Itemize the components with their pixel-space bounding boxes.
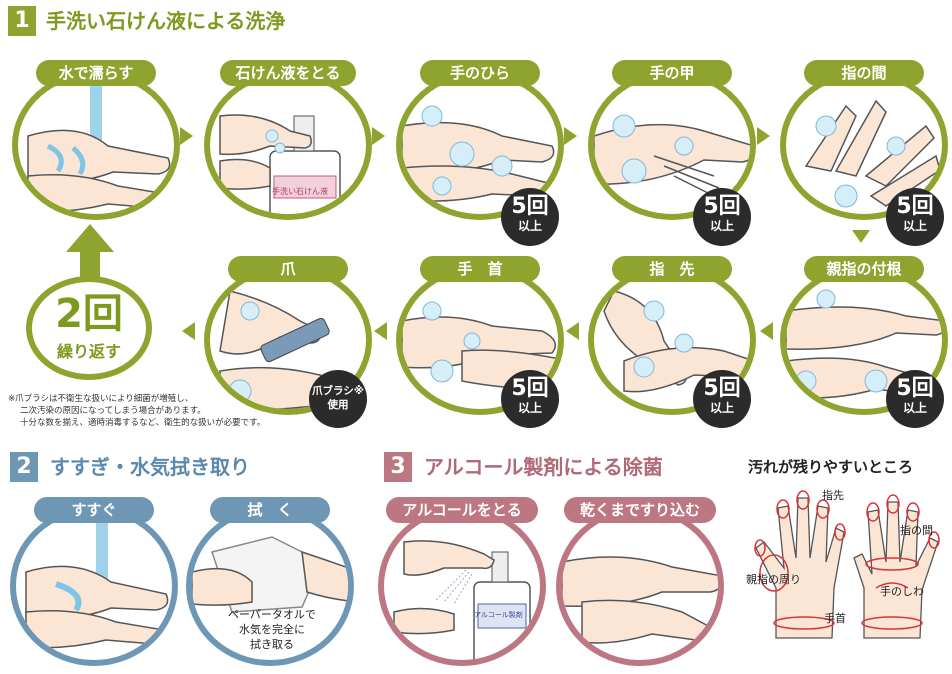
section3-title: アルコール製剤による除菌 bbox=[424, 455, 663, 479]
count-badge-back-of-hand: 5回以上 bbox=[693, 188, 751, 246]
arrow-down-icon bbox=[852, 230, 870, 243]
footnote-line-1: ※爪ブラシは不衛生な扱いにより細菌が増殖し、 bbox=[8, 394, 194, 404]
repeat-text: 繰り返す bbox=[56, 342, 121, 361]
dirty-spot-fingertips: 指先 bbox=[822, 489, 844, 502]
interlaced-fingers-illustration bbox=[804, 99, 941, 208]
soap-bottle-illustration bbox=[219, 114, 341, 214]
wipe-note-2: 水気を完全に bbox=[239, 623, 305, 636]
step-wipe-label: 拭 く bbox=[210, 497, 330, 523]
alcohol-bottle-label: アルコール製剤 bbox=[474, 611, 523, 619]
count-badge-thumb-base: 5回以上 bbox=[886, 370, 944, 428]
step-back-of-hand bbox=[588, 70, 756, 220]
fingertips-in-palm-illustration bbox=[603, 290, 750, 393]
dirty-spot-between-fingers: 指の間 bbox=[900, 524, 933, 537]
dirty-spots-title: 汚れが残りやすいところ bbox=[748, 458, 914, 476]
count-badge-between-fingers: 5回以上 bbox=[886, 188, 944, 246]
step-wrist-label: 手 首 bbox=[420, 256, 540, 282]
step-take-alcohol bbox=[378, 506, 546, 666]
step-wipe bbox=[186, 506, 354, 666]
arrow-left-icon bbox=[182, 322, 195, 340]
step-fingertips bbox=[588, 265, 756, 415]
step-fingertips-label: 指 先 bbox=[612, 256, 732, 282]
soap-bottle-label: 手洗い石けん液 bbox=[272, 187, 328, 196]
count-badge-palms: 5回以上 bbox=[501, 188, 559, 246]
section1-title: 手洗い石けん液による洗浄 bbox=[46, 9, 286, 33]
arrow-left-icon bbox=[760, 322, 773, 340]
arrow-left-icon bbox=[374, 322, 387, 340]
section3-number: 3 bbox=[384, 452, 412, 482]
step-take-soap-label: 石けん液をとる bbox=[220, 60, 356, 86]
wipe-note-3: 拭き取る bbox=[250, 638, 294, 651]
step-take-alcohol-label: アルコールをとる bbox=[386, 497, 538, 523]
step-wet-hands bbox=[12, 70, 180, 220]
section2-title: すすぎ・水気拭き取り bbox=[50, 455, 250, 479]
arrow-right-icon bbox=[372, 127, 385, 145]
step-back-of-hand-label: 手の甲 bbox=[612, 60, 732, 86]
step-rub-alcohol-label: 乾くまですり込む bbox=[564, 497, 716, 523]
arrow-up-icon bbox=[66, 224, 114, 278]
rinse-hands-illustration bbox=[25, 512, 169, 649]
step-thumb-base-label: 親指の付根 bbox=[804, 256, 924, 282]
wipe-note-1: ペーパータオルで bbox=[228, 608, 316, 621]
rub-hands-illustration bbox=[562, 556, 718, 644]
step-nails-label: 爪 bbox=[228, 256, 348, 282]
footnote-line-2: 二次汚染の原因になってしまう場合があります。 bbox=[20, 406, 206, 416]
step-between-fingers-label: 指の間 bbox=[804, 60, 924, 86]
step-between-fingers bbox=[780, 70, 948, 220]
step-palms-label: 手のひら bbox=[420, 60, 540, 86]
repeat-count: 2回 bbox=[55, 291, 123, 337]
section1-number: 1 bbox=[8, 6, 36, 36]
step-rinse bbox=[10, 506, 178, 666]
arrow-right-icon bbox=[180, 127, 193, 145]
arrow-right-icon bbox=[564, 127, 577, 145]
palms-rubbing-illustration bbox=[402, 105, 555, 202]
step-take-soap bbox=[204, 70, 372, 220]
paper-towel-illustration bbox=[192, 536, 348, 613]
back-of-hand-illustration bbox=[594, 114, 750, 201]
dirty-spot-thumb-area: 親指の周り bbox=[746, 573, 801, 586]
step-rinse-label: すすぐ bbox=[34, 497, 154, 523]
dirty-spot-wrist: 手首 bbox=[824, 612, 846, 625]
step-rub-alcohol bbox=[556, 506, 724, 666]
section2-number: 2 bbox=[10, 452, 38, 482]
repeat-circle bbox=[26, 276, 152, 380]
nail-brush-badge: 爪ブラシ※ 使用 bbox=[309, 370, 367, 428]
step-wet-label: 水で濡らす bbox=[36, 60, 156, 86]
hands-diagram-illustration bbox=[754, 490, 940, 639]
count-badge-wrist: 5回以上 bbox=[501, 370, 559, 428]
hands-under-water-illustration bbox=[27, 76, 171, 213]
footnote-line-3: 十分な数を揃え、適時消毒するなど、衛生的な扱いが必要です。 bbox=[20, 418, 266, 428]
alcohol-bottle-illustration bbox=[393, 540, 531, 660]
dirty-spot-palm-creases: 手のしわ bbox=[880, 585, 924, 598]
count-badge-fingertips: 5回以上 bbox=[693, 370, 751, 428]
arrow-left-icon bbox=[566, 322, 579, 340]
arrow-right-icon bbox=[757, 127, 770, 145]
